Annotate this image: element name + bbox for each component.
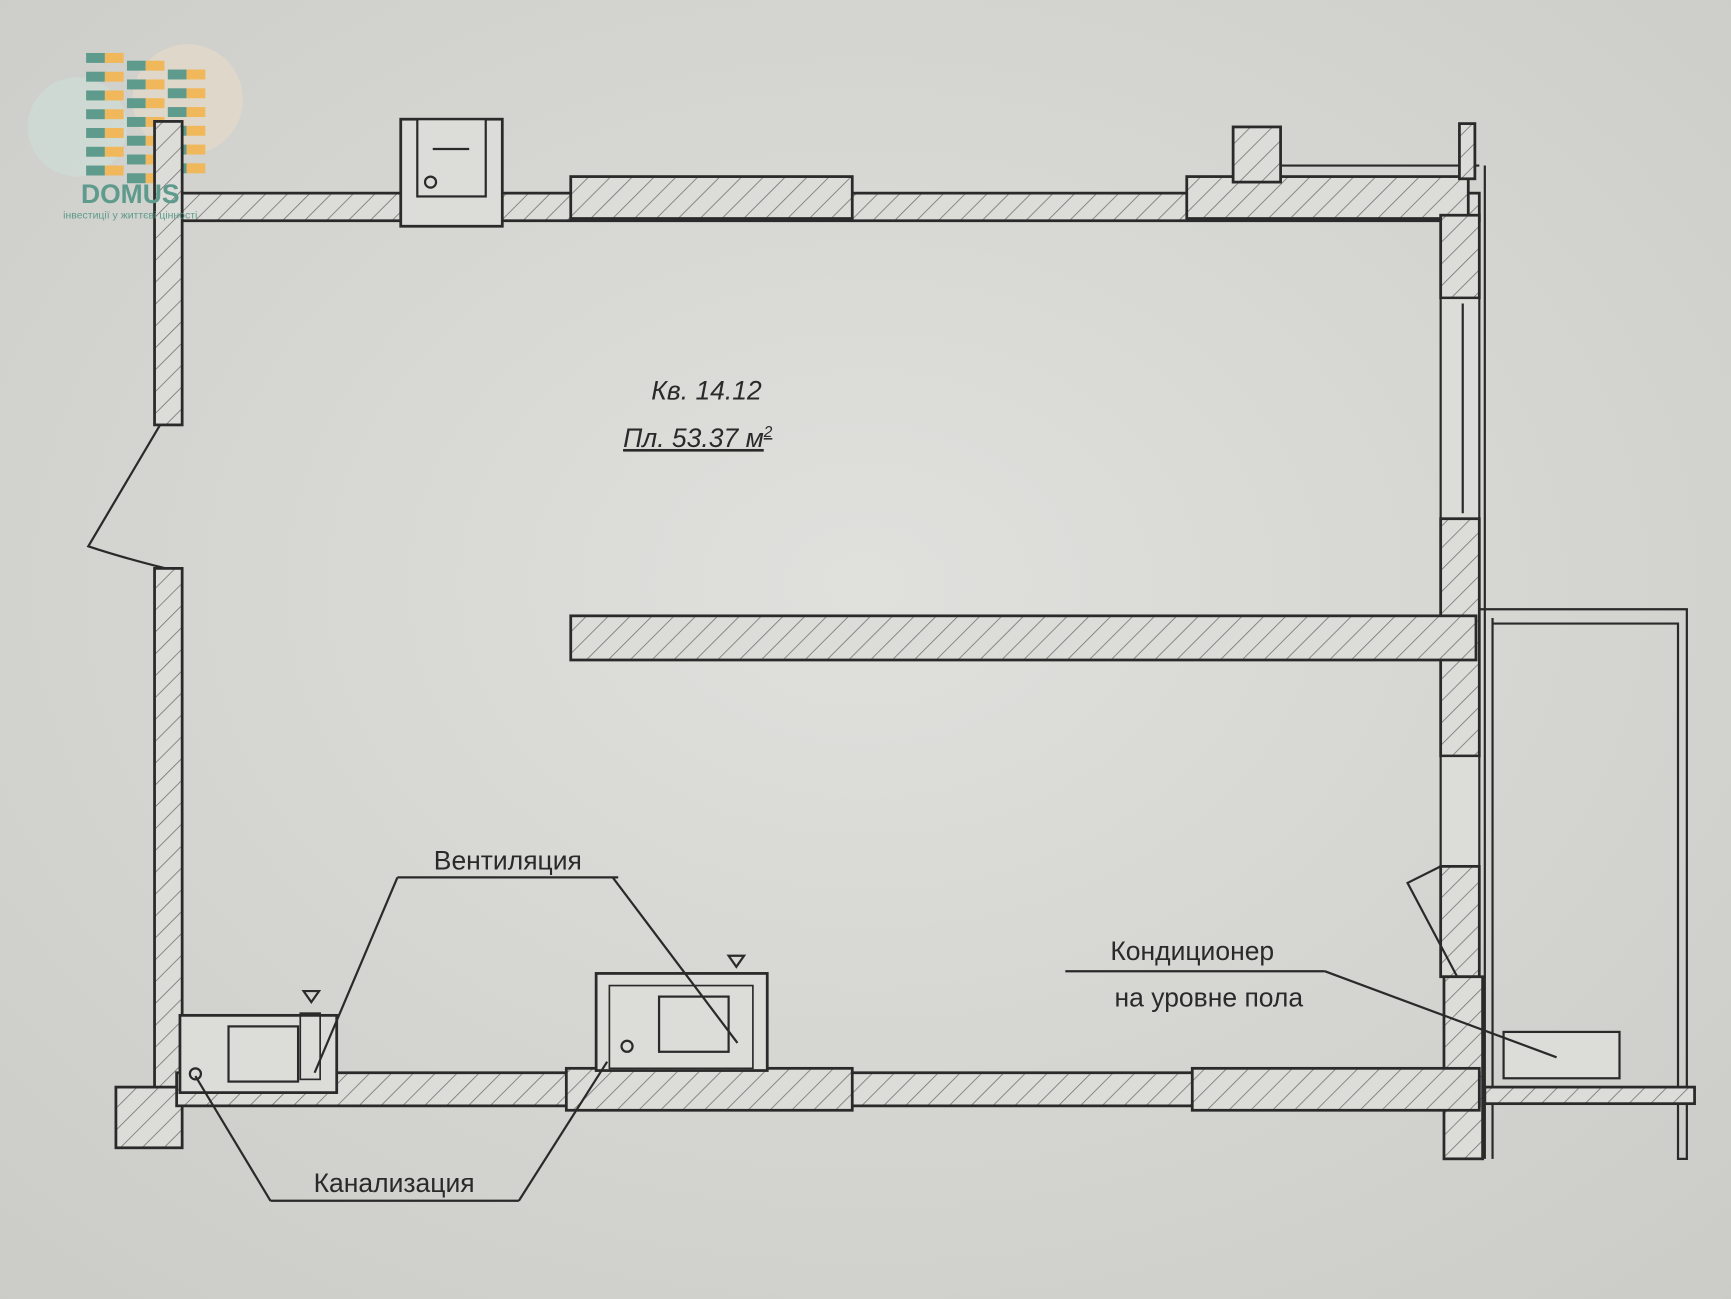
logo-block xyxy=(186,88,206,99)
wall-bottom xyxy=(175,1066,1481,1112)
pillar-top xyxy=(1231,125,1282,184)
logo-block xyxy=(167,107,187,117)
window-bottom-2 xyxy=(1190,1066,1481,1112)
logo-block xyxy=(186,125,206,136)
wall-left xyxy=(86,120,184,1150)
logo-block xyxy=(86,146,105,157)
label-air-conditioner-floor: на уровне пола xyxy=(1115,983,1304,1013)
balcony-door xyxy=(1406,865,1459,978)
air-conditioner-unit xyxy=(1502,1030,1621,1080)
logo-block xyxy=(86,52,105,63)
logo-block xyxy=(186,163,206,174)
logo-block xyxy=(86,165,105,176)
label-ventilation: Вентиляция xyxy=(434,846,582,876)
logo-block xyxy=(104,165,124,176)
vent-shaft-bottom-center xyxy=(594,954,769,1072)
logo-block xyxy=(104,90,124,101)
logo-block xyxy=(167,88,187,99)
logo-block xyxy=(126,60,146,71)
area-superscript: 2 xyxy=(763,424,773,441)
vent-shaft-bottom-left xyxy=(178,989,339,1094)
logo-block xyxy=(145,98,165,109)
logo-block xyxy=(104,52,124,63)
area-value: Пл. 53.37 м xyxy=(623,423,764,453)
logo-block xyxy=(104,109,124,120)
logo-block xyxy=(126,135,146,146)
logo-block xyxy=(186,107,206,117)
window-bottom-1 xyxy=(564,1066,854,1112)
logo-block xyxy=(126,116,146,127)
balcony xyxy=(1479,608,1696,1160)
logo-block xyxy=(186,144,206,155)
logo-block xyxy=(86,71,105,82)
apartment-number: Кв. 14.12 xyxy=(651,376,762,406)
logo-block xyxy=(145,79,165,90)
logo-block xyxy=(86,109,105,120)
logo-block xyxy=(104,146,124,157)
logo-block xyxy=(104,71,124,82)
logo-block xyxy=(126,79,146,90)
logo-block xyxy=(126,154,146,165)
logo-brand: DOMUS xyxy=(81,179,180,209)
sewer-pipe-icon xyxy=(620,1039,634,1053)
entrance-door xyxy=(86,424,166,570)
logo-tagline: інвестиції у життєві цінності xyxy=(63,211,197,222)
apartment-area: Пл. 53.37 м2 xyxy=(623,423,773,453)
leader-lines xyxy=(194,876,1557,1202)
logo-block xyxy=(86,90,105,101)
logo-block xyxy=(86,128,105,138)
logo-block xyxy=(126,173,146,184)
logo-block xyxy=(186,69,206,80)
sewer-pipe-icon xyxy=(188,1067,203,1081)
window-top-1 xyxy=(569,175,854,220)
logo-block xyxy=(126,98,146,109)
logo-block xyxy=(145,60,165,71)
logo-block xyxy=(104,128,124,138)
vent-shaft-top xyxy=(399,117,504,228)
label-sewerage: Канализация xyxy=(314,1168,475,1198)
label-air-conditioner: Кондиционер xyxy=(1110,936,1274,966)
interior-wall xyxy=(569,614,1478,662)
logo-block xyxy=(167,69,187,80)
window-top-2 xyxy=(1185,175,1470,220)
